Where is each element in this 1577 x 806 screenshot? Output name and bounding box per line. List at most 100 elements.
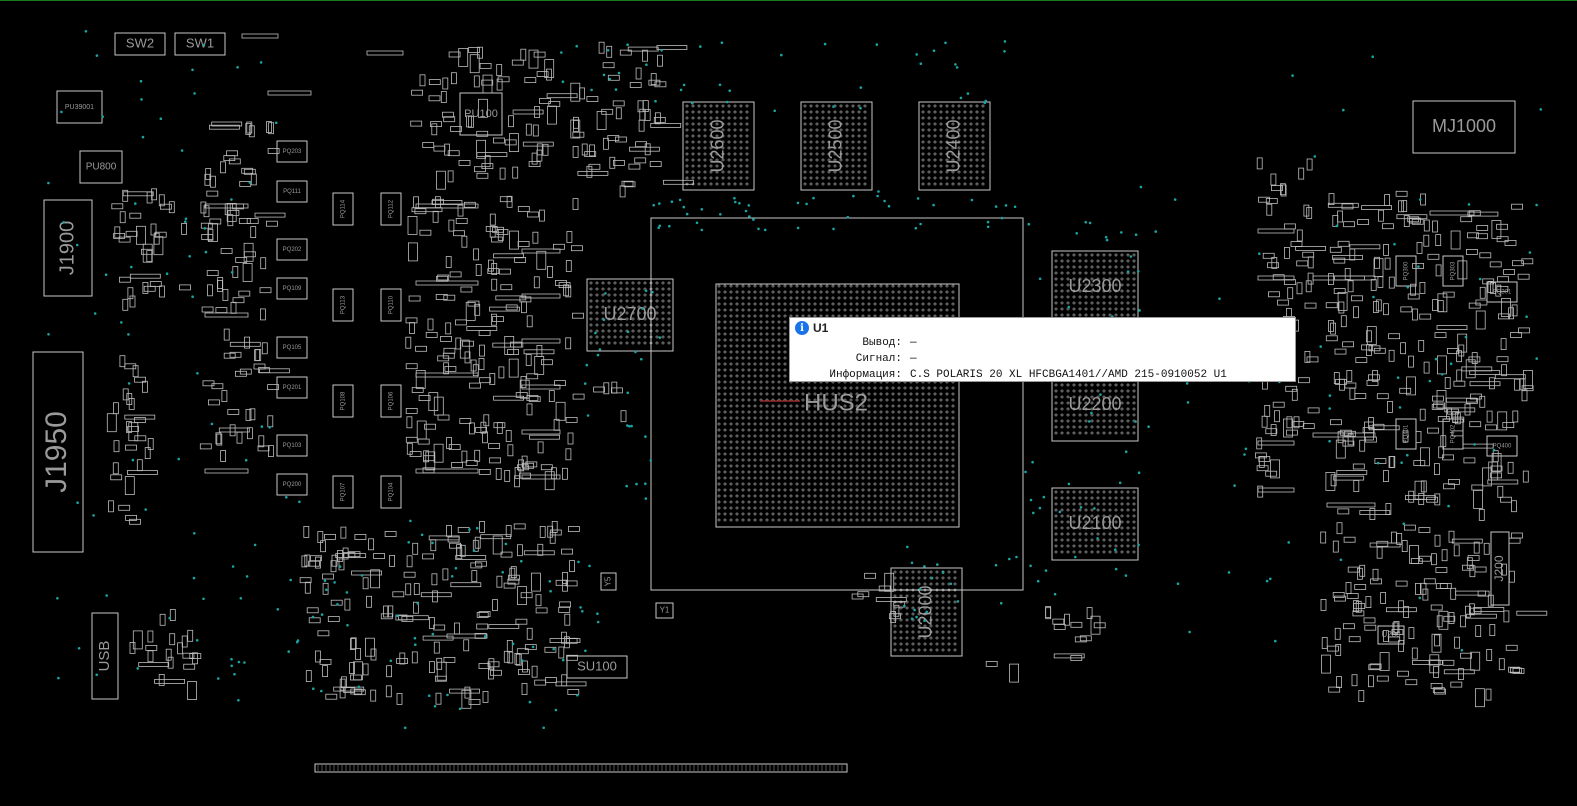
connector-MJ1000[interactable]: MJ1000 — [1412, 100, 1516, 154]
signal-value: — — [910, 353, 917, 365]
mosfet-PQ109-label: PQ109 — [283, 286, 302, 292]
mosfet-PQ201[interactable]: PQ201 — [276, 376, 308, 399]
mosfet-PQ110[interactable]: PQ110 — [380, 288, 402, 322]
bga-balls-U2400 — [921, 104, 985, 186]
mosfet-PQ111[interactable]: PQ111 — [276, 180, 308, 203]
mosfet-PQ303-label: PQ303 — [1451, 261, 1457, 280]
memory-chip-U2400[interactable]: U2400 — [918, 101, 991, 191]
mosfet-PQ300[interactable]: PQ300 — [1395, 255, 1417, 287]
mosfet-PQ104-label: PQ104 — [389, 482, 395, 501]
ic-PU800-label: PU800 — [86, 162, 117, 173]
memory-chip-U2200-label: U2200 — [1068, 394, 1121, 414]
mosfet-PQ107[interactable]: PQ107 — [332, 475, 354, 509]
gpu-silk-label: HUS2 — [804, 389, 868, 416]
mosfet-PQ113-label: PQ113 — [341, 295, 347, 314]
switch-SW2-label: SW2 — [126, 35, 154, 50]
mosfet-PQ202[interactable]: PQ202 — [276, 238, 308, 261]
memory-chip-U2700-label: U2700 — [603, 304, 656, 324]
mosfet-PQ104[interactable]: PQ104 — [380, 475, 402, 509]
mosfet-PQ402-label: PQ402 — [1451, 424, 1457, 443]
connector-USB[interactable]: USB — [91, 612, 119, 700]
mosfet-PQ107-label: PQ107 — [341, 482, 347, 501]
mosfet-PQ400[interactable]: PQ400 — [1486, 435, 1518, 457]
memory-chip-U2000-label: U2000 — [915, 585, 935, 638]
passive-components — [106, 33, 1548, 709]
memory-chip-U2000[interactable]: U2000 — [890, 567, 963, 657]
ic-PU100-label: PU100 — [464, 108, 498, 120]
mosfet-PQ106[interactable]: PQ106 — [380, 384, 402, 418]
gpu-die[interactable] — [715, 283, 960, 528]
mosfet-PQ105[interactable]: PQ105 — [276, 336, 308, 359]
mosfet-PQ400-label: PQ400 — [1493, 444, 1512, 450]
mosfet-PQ103-label: PQ103 — [283, 443, 302, 449]
vias — [47, 30, 1543, 730]
ic-PU39001[interactable]: PU39001 — [56, 90, 103, 124]
mosfet-PQ112[interactable]: PQ112 — [380, 192, 402, 226]
mosfet-PQ109[interactable]: PQ109 — [276, 277, 308, 300]
signal-key: Сигнал: — [855, 353, 902, 365]
ic-PU800[interactable]: PU800 — [79, 150, 123, 184]
connector-USB-label: USB — [96, 641, 113, 672]
bga-balls-U2300 — [1054, 253, 1136, 317]
mosfet-PQ111-label: PQ111 — [283, 189, 301, 195]
mosfet-PQ114-label: PQ114 — [341, 199, 347, 218]
memory-chip-U2600[interactable]: U2600 — [682, 101, 755, 191]
mosfet-PQ200[interactable]: PQ200 — [276, 473, 308, 496]
memory-chip-U2400-label: U2400 — [943, 119, 963, 172]
tooltip-row-pin: Вывод: — — [790, 337, 917, 349]
mosfet-PQ401-label: PQ401 — [1404, 424, 1410, 443]
memory-chip-U2700[interactable]: U2700 — [586, 278, 674, 352]
connector-J1900-label: J1900 — [56, 221, 78, 276]
connector-J1950[interactable]: J1950 — [32, 351, 84, 553]
mosfet-PQ201-label: PQ201 — [283, 385, 302, 391]
pin-value: — — [910, 337, 917, 349]
connector-J1950-label: J1950 — [40, 411, 73, 493]
crystal-Y5-label: Y5 — [604, 576, 613, 586]
gpu-package-U1[interactable] — [650, 217, 1024, 591]
ic-SU100[interactable]: SU100 — [566, 655, 628, 679]
tooltip-title: U1 — [813, 321, 829, 335]
memory-chip-U2600-label: U2600 — [707, 119, 727, 172]
mosfet-PQ114[interactable]: PQ114 — [332, 192, 354, 226]
pcie-pads — [317, 765, 843, 771]
mosfet-PQ203[interactable]: PQ203 — [276, 140, 308, 163]
mosfet-PQ112-label: PQ112 — [389, 199, 395, 218]
mosfet-PQ106-label: PQ106 — [389, 391, 395, 410]
crystal-Y5[interactable]: Y5 — [600, 572, 617, 591]
memory-chip-U2100[interactable]: U2100 — [1051, 487, 1139, 561]
bga-balls-U2100 — [1054, 490, 1136, 554]
ic-PU39001-label: PU39001 — [65, 104, 94, 111]
bga-balls-U2000 — [893, 570, 957, 652]
info-icon: i — [795, 321, 809, 335]
mosfet-PQ108[interactable]: PQ108 — [332, 384, 354, 418]
connector-MJ1000-label: MJ1000 — [1432, 116, 1496, 136]
connector-J1900[interactable]: J1900 — [43, 199, 93, 297]
mosfet-PQ303[interactable]: PQ303 — [1442, 255, 1464, 287]
mosfet-PQ300-label: PQ300 — [1404, 261, 1410, 280]
memory-chip-U2500-label: U2500 — [825, 119, 845, 172]
tooltip-row-info: Информация:C.S POLARIS 20 XL HFCBGA1401/… — [790, 369, 1226, 381]
mosfet-PQ301-label: PQ301 — [1493, 290, 1512, 296]
mosfet-PQ401[interactable]: PQ401 — [1395, 418, 1417, 450]
switch-SW2[interactable]: SW2 — [114, 32, 166, 56]
mosfet-PQ203-label: PQ203 — [283, 149, 302, 155]
memory-chip-U2300[interactable]: U2300 — [1051, 250, 1139, 324]
mosfet-PQ108-label: PQ108 — [341, 391, 347, 410]
pin-key: Вывод: — [862, 337, 902, 349]
mosfet-PQ200-label: PQ200 — [283, 482, 302, 488]
ic-PU100[interactable]: PU100 — [459, 92, 503, 136]
mosfet-PQ202-label: PQ202 — [283, 247, 302, 253]
mosfet-PQ113[interactable]: PQ113 — [332, 288, 354, 322]
bga-balls-U2500 — [803, 104, 867, 186]
switch-SW1[interactable]: SW1 — [174, 32, 226, 56]
crystal-Y1[interactable]: Y1 — [655, 602, 674, 619]
mosfet-PQ103[interactable]: PQ103 — [276, 434, 308, 457]
ic-U200[interactable]: U200 — [1377, 625, 1405, 645]
connector-J200-label: J200 — [1492, 555, 1506, 581]
memory-chip-U2100-label: U2100 — [1068, 513, 1121, 533]
crystal-Y1-label: Y1 — [660, 606, 670, 615]
memory-chip-U2500[interactable]: U2500 — [800, 101, 873, 191]
pcie-edge-connector[interactable] — [314, 763, 848, 773]
